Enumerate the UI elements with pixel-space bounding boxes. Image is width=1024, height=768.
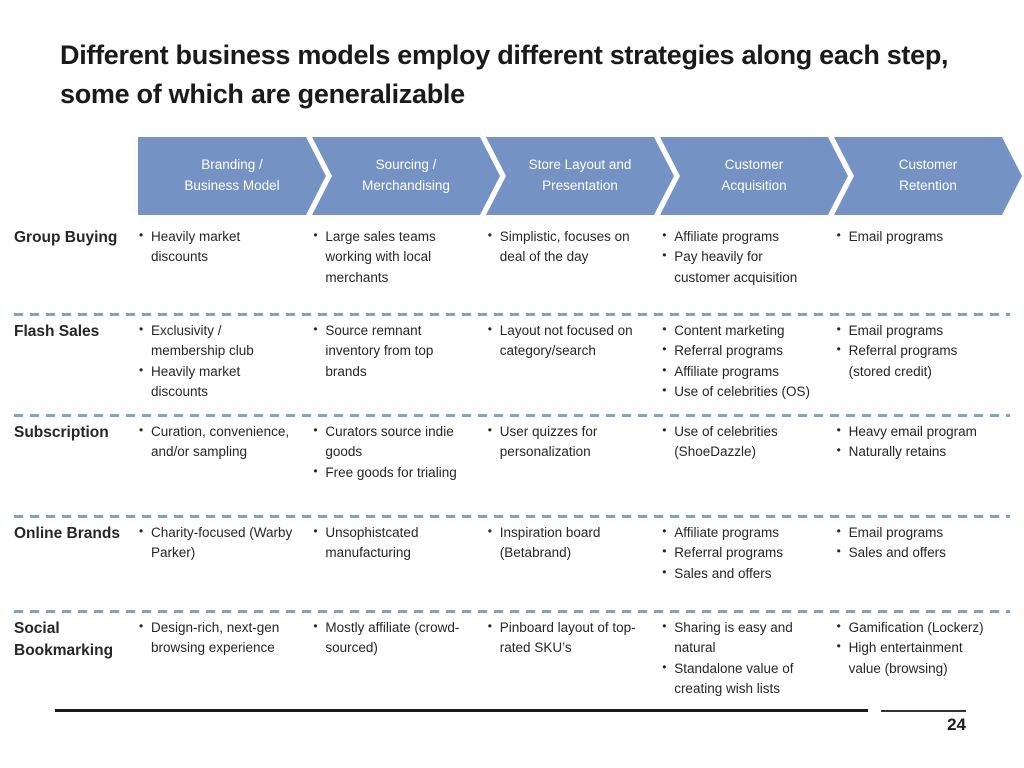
table-cell: Source remnant inventory from top brands — [312, 320, 486, 414]
footer-divider-line — [55, 709, 868, 712]
table-cell: Sharing is easy and natural Standalone v… — [661, 617, 835, 700]
process-step-label: Acquisition — [721, 178, 787, 193]
bullet-item: Sharing is easy and natural — [661, 617, 819, 659]
bullet-item: Affiliate programs — [661, 522, 819, 543]
process-step-band: Branding / Business Model Sourcing / Mer… — [138, 137, 1022, 215]
table-cell: Heavily market discounts — [138, 226, 312, 313]
table-cell: Use of celebrities (ShoeDazzle) — [661, 421, 835, 515]
bullet-item: Use of celebrities (ShoeDazzle) — [661, 421, 819, 463]
process-step-label: Business Model — [184, 178, 280, 193]
bullet-item: Affiliate programs — [661, 360, 819, 382]
table-cell: User quizzes for personalization — [487, 421, 661, 515]
table-cell: Simplistic, focuses on deal of the day — [487, 226, 661, 313]
bullet-item: Sales and offers — [661, 562, 819, 584]
table-row-subscription: Subscription Curation, convenience, and/… — [14, 417, 1010, 515]
process-step-label: Merchandising — [362, 178, 450, 193]
table-cell: Mostly affiliate (crowd-sourced) — [312, 617, 486, 699]
bullet-item: Pinboard layout of top-rated SKU’s — [487, 617, 645, 659]
table-cell: Design-rich, next-gen browsing experienc… — [138, 617, 312, 699]
bullet-item: Layout not focused on category/search — [487, 320, 645, 362]
row-label: Subscription — [14, 424, 109, 441]
row-separator — [14, 515, 1010, 518]
table-cell: Curators source indie goods Free goods f… — [312, 421, 486, 515]
process-step-label: Branding / — [201, 157, 263, 173]
process-step-sourcing: Sourcing / Merchandising — [312, 137, 500, 215]
table-cell: Affiliate programs Pay heavily for custo… — [661, 226, 835, 313]
table-cell: Charity-focused (Warby Parker) — [138, 522, 312, 610]
process-step-customer-retention: Customer Retention — [834, 137, 1022, 215]
bullet-item: Simplistic, focuses on deal of the day — [487, 226, 645, 268]
bullet-item: Affiliate programs — [661, 226, 819, 247]
table-cell: Inspiration board (Betabrand) — [487, 522, 661, 610]
table-row-flash-sales: Flash Sales Exclusivity / membership clu… — [14, 316, 1010, 414]
table-cell: Exclusivity / membership club Heavily ma… — [138, 320, 312, 414]
footer-page-line — [881, 710, 966, 712]
bullet-item: Inspiration board (Betabrand) — [487, 522, 645, 564]
process-step-label: Customer — [724, 157, 784, 173]
table-cell: Layout not focused on category/search — [487, 320, 661, 414]
bullet-item: Curators source indie goods — [312, 421, 470, 463]
process-step-label: Customer — [898, 157, 958, 173]
table-cell: Email programs — [836, 226, 1010, 313]
bullet-item: Large sales teams working with local mer… — [312, 226, 470, 288]
bullet-item: Pay heavily for customer acquisition — [661, 246, 819, 288]
table-cell: Large sales teams working with local mer… — [312, 226, 486, 313]
table-cell: Pinboard layout of top-rated SKU’s — [487, 617, 661, 699]
process-step-store-layout: Store Layout and Presentation — [486, 137, 674, 215]
bullet-item: Naturally retains — [836, 441, 994, 462]
bullet-item: User quizzes for personalization — [487, 421, 645, 463]
table-cell: Unsophistcated manufacturing — [312, 522, 486, 610]
bullet-item: Unsophistcated manufacturing — [312, 522, 470, 564]
bullet-item: Heavily market discounts — [138, 226, 296, 268]
bullet-item: Heavy email program — [836, 421, 994, 442]
table-cell: Email programs Referral programs (stored… — [836, 320, 1010, 414]
row-separator — [14, 414, 1010, 417]
bullet-item: Email programs — [836, 226, 994, 247]
bullet-item: Free goods for trialing — [312, 461, 470, 483]
bullet-item: Exclusivity / membership club — [138, 320, 296, 362]
table-row-social-bookmarking: Social Bookmarking Design-rich, next-gen… — [14, 613, 1010, 699]
process-step-label: Retention — [899, 178, 957, 193]
page-number: 24 — [947, 715, 966, 734]
table-row-group-buying: Group Buying Heavily market discounts La… — [14, 222, 1010, 313]
bullet-item: Referral programs — [661, 340, 819, 361]
process-step-branding: Branding / Business Model — [138, 137, 326, 215]
table-cell: Gamification (Lockerz) High entertainmen… — [836, 617, 1010, 699]
process-step-customer-acquisition: Customer Acquisition — [660, 137, 848, 215]
table-cell: Affiliate programs Referral programs Sal… — [661, 522, 835, 610]
bullet-item: Heavily market discounts — [138, 361, 296, 403]
row-separator — [14, 610, 1010, 613]
bullet-item: Design-rich, next-gen browsing experienc… — [138, 617, 296, 659]
strategy-matrix: Group Buying Heavily market discounts La… — [14, 222, 1010, 699]
row-label: Flash Sales — [14, 323, 100, 340]
bullet-item: Use of celebrities (OS) — [661, 381, 819, 402]
bullet-item: Referral programs (stored credit) — [836, 340, 994, 382]
bullet-item: Sales and offers — [836, 542, 994, 563]
bullet-item: High entertainment value (browsing) — [836, 637, 994, 679]
table-cell: Heavy email program Naturally retains — [836, 421, 1010, 515]
bullet-item: Mostly affiliate (crowd-sourced) — [312, 617, 470, 659]
bullet-item: Email programs — [836, 522, 994, 543]
bullet-item: Gamification (Lockerz) — [836, 617, 994, 638]
process-step-label: Presentation — [542, 178, 618, 193]
table-cell: Content marketing Referral programs Affi… — [661, 320, 835, 414]
process-step-label: Sourcing / — [375, 157, 437, 173]
bullet-item: Referral programs — [661, 542, 819, 563]
slide-title: Different business models employ differe… — [60, 40, 949, 110]
row-label: Social Bookmarking — [14, 620, 114, 659]
table-cell: Curation, convenience, and/or sampling — [138, 421, 312, 515]
row-separator — [14, 313, 1010, 316]
process-step-label: Store Layout and — [528, 157, 632, 173]
row-label: Online Brands — [14, 525, 120, 542]
table-row-online-brands: Online Brands Charity-focused (Warby Par… — [14, 518, 1010, 610]
bullet-item: Charity-focused (Warby Parker) — [138, 522, 296, 564]
row-label: Group Buying — [14, 229, 118, 246]
bullet-item: Curation, convenience, and/or sampling — [138, 421, 296, 463]
bullet-item: Source remnant inventory from top brands — [312, 320, 470, 382]
bullet-item: Standalone value of creating wish lists — [661, 658, 819, 700]
bullet-item: Content marketing — [661, 320, 819, 341]
bullet-item: Email programs — [836, 320, 994, 341]
table-cell: Email programs Sales and offers — [836, 522, 1010, 610]
